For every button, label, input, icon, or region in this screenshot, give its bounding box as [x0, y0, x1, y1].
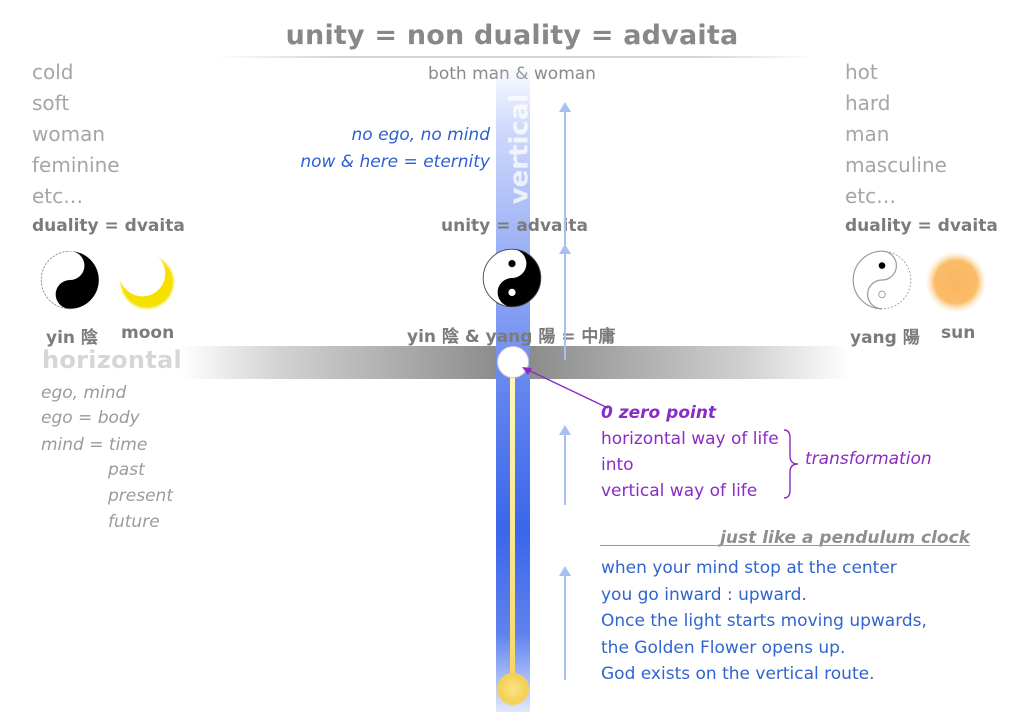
- zero-point-line: vertical way of life: [601, 481, 758, 501]
- yin-icon: [40, 250, 99, 310]
- zero-point-line: horizontal way of life: [601, 429, 779, 449]
- horizontal-word: horizontal: [42, 346, 183, 374]
- mind-time-text: mind = time: [41, 435, 148, 455]
- time-future: future: [108, 512, 160, 532]
- up-arrow-head: [559, 244, 571, 254]
- sun-label: sun: [941, 323, 976, 343]
- page-title: unity = non duality = advaita: [285, 20, 739, 51]
- up-arrow-head: [559, 566, 571, 576]
- zero-point-circle: [497, 346, 529, 378]
- right-item: hard: [845, 91, 891, 115]
- closing-line: Once the light starts moving upwards,: [601, 611, 927, 631]
- right-item: man: [845, 122, 890, 146]
- up-arrow-line: [564, 433, 566, 505]
- yang-icon: [852, 250, 912, 310]
- left-item: feminine: [32, 153, 120, 177]
- zero-point-line: into: [601, 455, 634, 475]
- pendulum-underline: [600, 545, 970, 546]
- closing-text: when your mind stop at the center you go…: [601, 555, 927, 688]
- yang-label: yang 陽: [850, 328, 920, 348]
- transformation-label: transformation: [805, 449, 932, 469]
- closing-line: the Golden Flower opens up.: [601, 637, 846, 658]
- yin-label: yin 陰: [46, 328, 98, 348]
- light-path-line: [510, 370, 515, 688]
- closing-line: when your mind stop at the center: [601, 558, 897, 578]
- left-item: cold: [32, 60, 74, 84]
- moon-icon: [120, 255, 174, 309]
- title-divider: [215, 56, 815, 58]
- center-yin-yang-icon: [482, 248, 542, 308]
- transformation-brace: [783, 429, 799, 499]
- right-attribute-list: hot hard man masculine etc…: [845, 57, 947, 212]
- yin-yang-equation: yin 陰 & yang 陽 = 中庸: [407, 327, 616, 347]
- no-ego-text: no ego, no mind: [351, 125, 490, 145]
- zero-point-title: 0 zero point: [601, 403, 717, 423]
- left-item: etc…: [32, 184, 84, 208]
- vertical-word: vertical: [504, 93, 535, 205]
- up-arrow-head: [559, 425, 571, 435]
- left-item: woman: [32, 122, 106, 146]
- left-item: soft: [32, 91, 70, 115]
- now-here-text: now & here = eternity: [300, 152, 490, 172]
- left-attribute-list: cold soft woman feminine etc…: [32, 57, 120, 212]
- right-item: masculine: [845, 153, 947, 177]
- up-arrow-line: [564, 574, 566, 680]
- zero-point-pointer: [522, 367, 609, 409]
- light-source-circle: [497, 673, 529, 705]
- moon-label: moon: [121, 323, 175, 343]
- time-present: present: [108, 486, 173, 506]
- up-arrow-head: [559, 102, 571, 112]
- sun-icon: [925, 251, 987, 313]
- closing-line: God exists on the vertical route.: [601, 664, 875, 684]
- up-arrow-line: [564, 110, 566, 360]
- right-item: hot: [845, 60, 878, 84]
- ego-body-text: ego = body: [41, 408, 140, 428]
- time-past: past: [108, 460, 145, 480]
- unity-label: unity = advaita: [441, 216, 588, 236]
- right-duality-label: duality = dvaita: [845, 216, 998, 236]
- pendulum-text: just like a pendulum clock: [720, 528, 970, 548]
- left-duality-label: duality = dvaita: [32, 216, 185, 236]
- closing-line: you go inward : upward.: [601, 584, 807, 605]
- ego-mind-text: ego, mind: [41, 383, 127, 403]
- right-item: etc…: [845, 184, 897, 208]
